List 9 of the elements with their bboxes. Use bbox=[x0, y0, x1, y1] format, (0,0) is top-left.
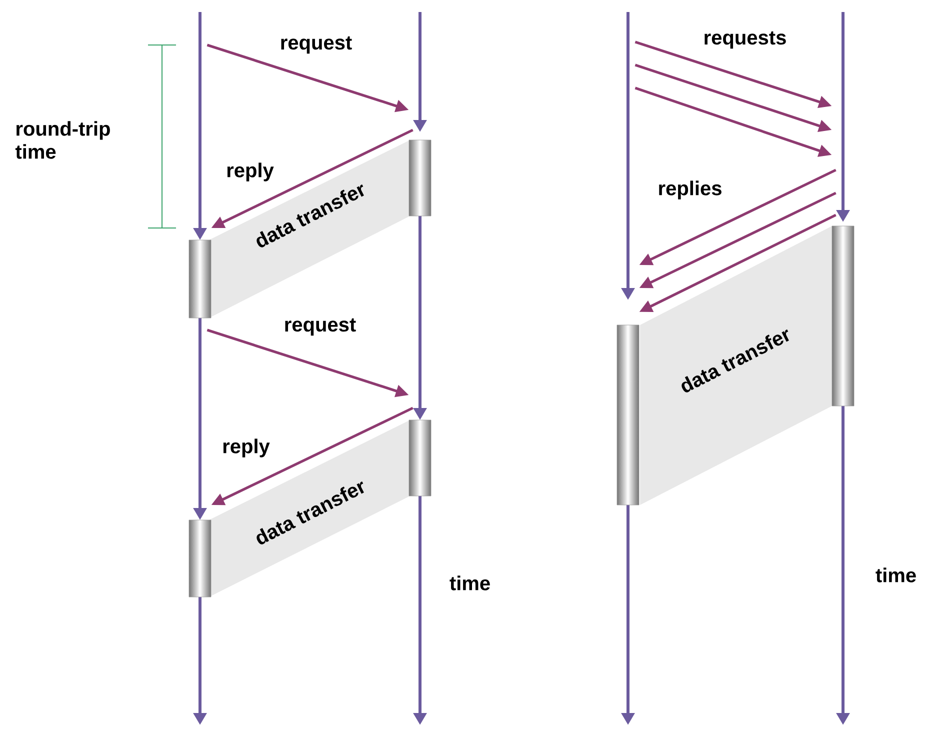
edge-label: request bbox=[285, 318, 356, 336]
edge-label: reply bbox=[227, 162, 274, 182]
edge-label: request bbox=[281, 36, 352, 54]
edge-label: reply bbox=[223, 438, 270, 458]
axis-label: time bbox=[450, 576, 490, 590]
axis-label: time bbox=[876, 568, 916, 582]
dimension-label: round-trip time bbox=[15, 121, 110, 159]
edge-label: requests bbox=[704, 31, 786, 49]
edge-label: replies bbox=[659, 180, 722, 200]
